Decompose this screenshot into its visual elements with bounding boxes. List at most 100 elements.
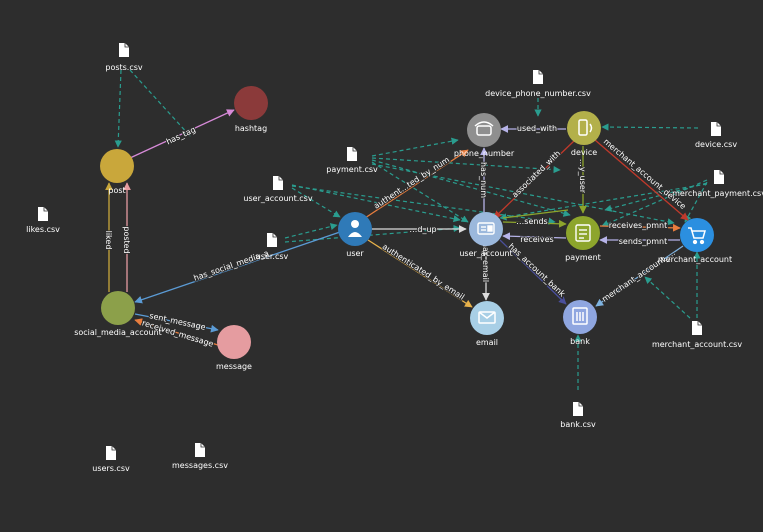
file-icon xyxy=(573,402,583,416)
edge-has-bank xyxy=(499,239,567,305)
file-posts[interactable]: posts.csv xyxy=(105,43,143,72)
edge-received-message xyxy=(134,318,219,346)
node-label: user xyxy=(346,249,364,258)
edge-label-receives: receives xyxy=(520,235,553,244)
node-label: device xyxy=(571,148,597,157)
file-icon xyxy=(119,43,129,57)
edge-sends xyxy=(502,219,567,228)
edge-merchant-device xyxy=(594,139,689,221)
file-label: device.csv xyxy=(695,140,737,149)
node-hashtag[interactable]: hashtag xyxy=(234,86,268,133)
bank-icon xyxy=(572,307,588,325)
file-icon xyxy=(38,207,48,221)
edge-label-associated-with: associated_with xyxy=(510,149,562,200)
envelope-icon xyxy=(478,311,496,324)
edge-has-tag xyxy=(129,109,235,159)
node-device[interactable]: device xyxy=(567,111,601,157)
file-device-phone-number[interactable]: device_phone_number.csv xyxy=(485,70,591,98)
file-edge xyxy=(601,123,699,131)
edge-label-has-num: has_num xyxy=(479,162,488,198)
edge-label-used-with: used_with xyxy=(517,124,557,133)
file-label: user_account.csv xyxy=(243,194,312,203)
file-edge xyxy=(291,187,341,218)
id-card-icon xyxy=(477,222,495,235)
file-edge xyxy=(284,223,338,239)
file-bank[interactable]: bank.csv xyxy=(560,402,596,429)
file-label: users.csv xyxy=(92,464,130,473)
edge-label-posted: posted xyxy=(122,226,131,253)
file-label: user.csv xyxy=(256,252,289,261)
file-likes[interactable]: likes.csv xyxy=(26,207,60,234)
receipt-icon xyxy=(575,224,591,242)
edge-label-sends-pmnt: sends_pmnt xyxy=(619,237,667,246)
edge-label-liked: liked xyxy=(104,231,113,250)
file-edge xyxy=(291,185,556,225)
file-edge xyxy=(371,161,469,223)
file-edge xyxy=(291,184,461,223)
edge-associated-with xyxy=(493,139,576,219)
file-edge xyxy=(604,182,708,212)
file-label: likes.csv xyxy=(26,225,60,234)
node-circle xyxy=(680,218,714,252)
file-user[interactable]: user.csv xyxy=(256,233,289,261)
node-phone-number[interactable]: phone_number xyxy=(454,113,515,158)
node-label: payment xyxy=(565,253,601,262)
node-circle xyxy=(566,216,600,250)
node-post[interactable]: post xyxy=(100,149,134,195)
node-social-media-account[interactable]: social_media_account xyxy=(74,291,162,337)
user-icon xyxy=(348,220,362,237)
file-edge xyxy=(684,181,708,223)
node-circle xyxy=(217,325,251,359)
file-payment[interactable]: payment.csv xyxy=(326,147,378,174)
file-merchant-account[interactable]: merchant_account.csv xyxy=(652,321,742,349)
file-label: posts.csv xyxy=(105,63,143,72)
file-icon xyxy=(195,443,205,457)
edge-label-sends: …sends xyxy=(516,217,547,226)
node-user-account[interactable]: user_account xyxy=(459,212,513,258)
node-bank[interactable]: bank xyxy=(563,300,597,346)
file-merchant-payment[interactable]: merchant_payment.csv xyxy=(672,170,763,198)
file-edge xyxy=(114,69,122,148)
relationship-edges xyxy=(105,109,689,346)
node-message[interactable]: message xyxy=(216,325,252,371)
edge-label-receives-pmnt: receives_pmnt xyxy=(609,221,667,230)
node-circle xyxy=(101,291,135,325)
node-label: social_media_account xyxy=(74,328,162,337)
node-circle xyxy=(469,212,503,246)
file-messages[interactable]: messages.csv xyxy=(172,443,228,470)
node-email[interactable]: email xyxy=(470,301,504,347)
node-user[interactable]: user xyxy=(338,212,372,258)
node-circle xyxy=(100,149,134,183)
edge-authenticated-by-num xyxy=(364,149,469,219)
node-merchant-account[interactable]: merchant_account xyxy=(658,218,732,264)
file-icon xyxy=(714,170,724,184)
edge-merchant-bank xyxy=(595,245,684,307)
file-label: bank.csv xyxy=(560,420,596,429)
file-users[interactable]: users.csv xyxy=(92,446,130,473)
node-circle xyxy=(567,111,601,145)
node-label: email xyxy=(476,338,498,347)
node-label: hashtag xyxy=(235,124,267,133)
file-icon xyxy=(267,233,277,247)
node-label: message xyxy=(216,362,252,371)
file-device[interactable]: device.csv xyxy=(695,122,737,149)
file-label: payment.csv xyxy=(326,165,378,174)
node-payment[interactable]: payment xyxy=(565,216,601,262)
file-edge xyxy=(601,179,708,227)
node-circle xyxy=(338,212,372,246)
edge-has-social-media xyxy=(134,231,341,304)
file-user-account[interactable]: user_account.csv xyxy=(243,176,313,203)
node-label: post xyxy=(108,186,125,195)
edge-sent-message xyxy=(134,313,219,333)
file-icon xyxy=(273,176,283,190)
data-source-files: posts.csv device_phone_number.csv device… xyxy=(26,43,763,473)
shopping-cart-icon xyxy=(688,227,706,245)
edge-label-has-bank: has_account_bank xyxy=(507,242,567,299)
file-edge xyxy=(371,159,571,217)
file-label: messages.csv xyxy=(172,461,228,470)
file-label: device_phone_number.csv xyxy=(485,89,591,98)
node-label: phone_number xyxy=(454,149,515,158)
file-edge xyxy=(371,137,459,157)
file-edge xyxy=(371,157,561,174)
